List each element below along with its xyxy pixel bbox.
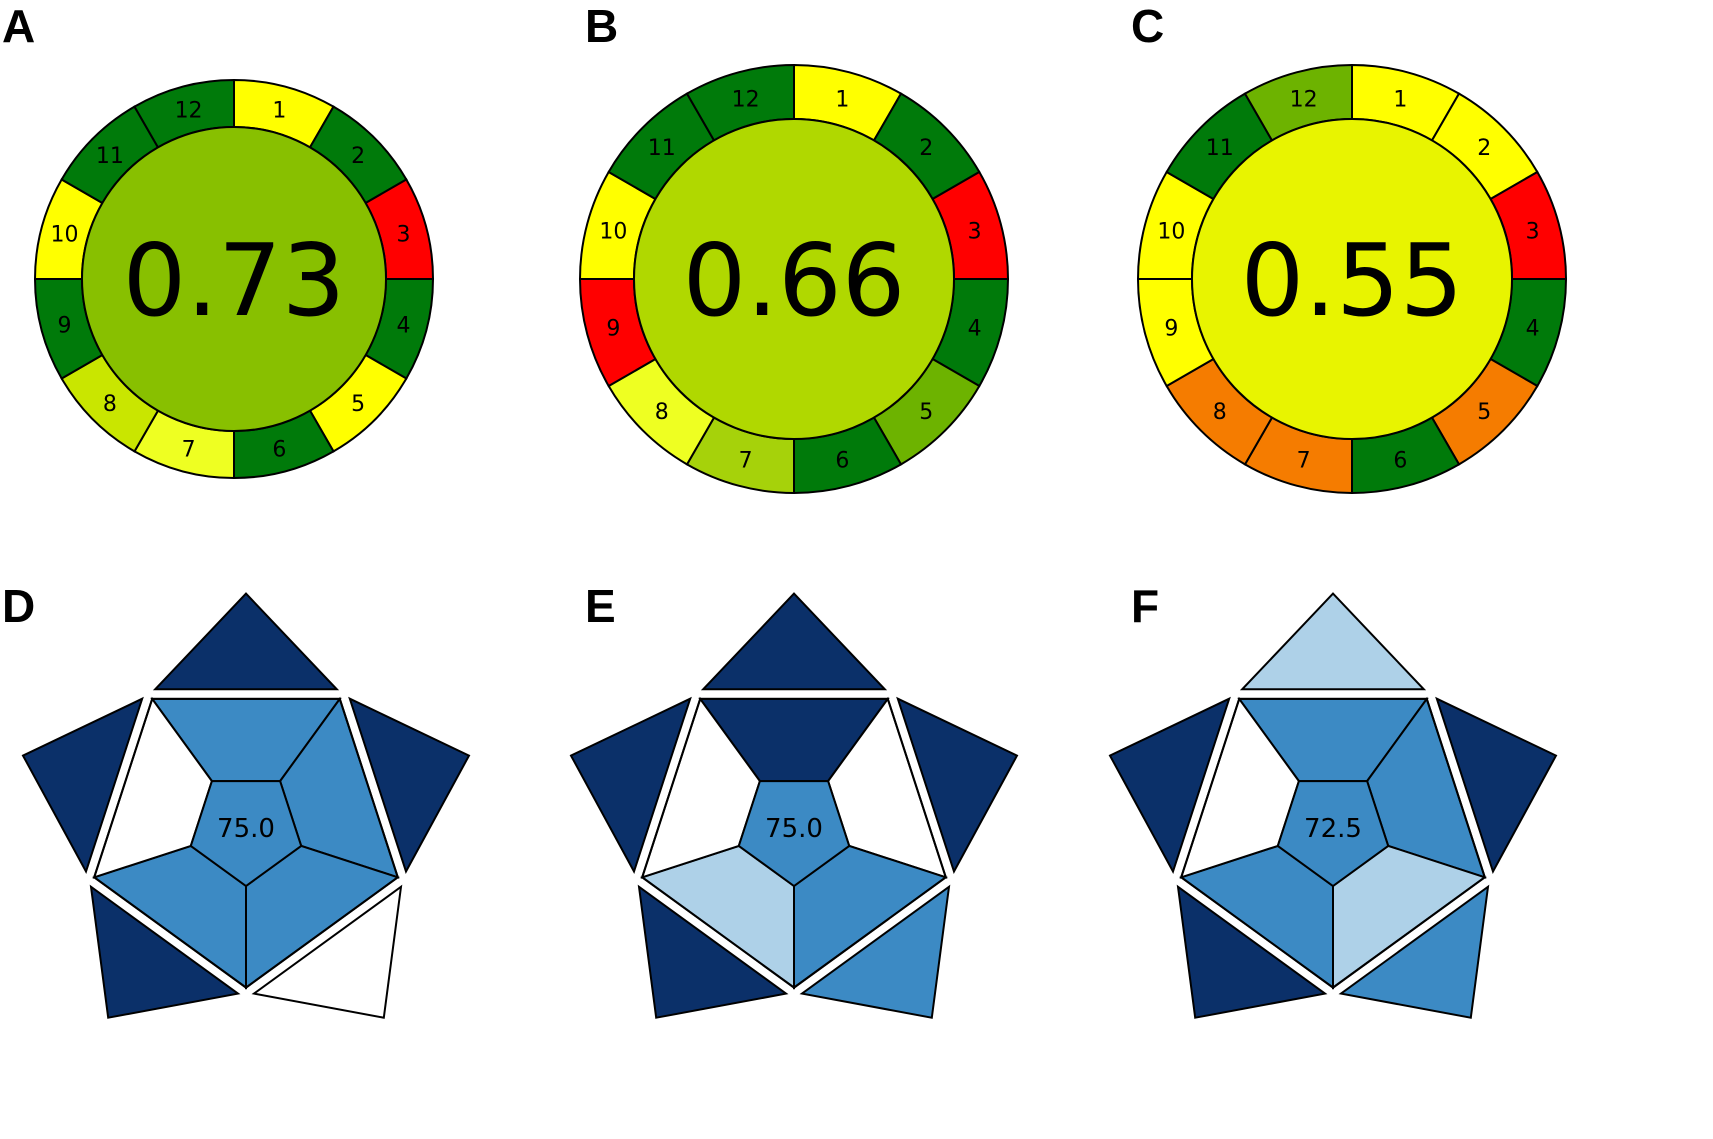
star-point-e-4 (637, 884, 789, 1019)
agree-segment-label-b-2: 2 (919, 136, 933, 161)
agree-segment-label-b-4: 4 (968, 316, 982, 341)
star-score-f: 72.5 (1304, 814, 1362, 844)
agree-score-b: 0.66 (683, 222, 906, 339)
star-pentagon-outline-f (1180, 697, 1486, 989)
agree-score-c: 0.55 (1241, 222, 1464, 339)
star-panel-f: F 72.5 (1108, 580, 1558, 1019)
agree-segment-label-b-5: 5 (919, 400, 933, 425)
star-point-d-1 (152, 592, 340, 691)
agree-segment-label-a-9: 9 (57, 313, 71, 338)
agree-segment-label-c-6: 6 (1393, 449, 1407, 474)
agree-segment-label-b-6: 6 (835, 449, 849, 474)
agree-segment-label-c-11: 11 (1206, 136, 1234, 161)
agree-segment-label-a-2: 2 (351, 144, 365, 169)
star-point-f-3 (1338, 884, 1490, 1019)
star-point-e-3 (799, 884, 951, 1019)
agree-segment-label-a-8: 8 (103, 392, 117, 417)
star-panel-d: D 75.0 (2, 580, 471, 1019)
agree-segment-label-c-9: 9 (1164, 316, 1178, 341)
agree-segment-label-b-1: 1 (835, 87, 849, 112)
star-center-e (737, 780, 851, 888)
agree-segment-label-a-10: 10 (50, 223, 78, 248)
star-point-d-4 (89, 884, 241, 1019)
agree-segment-label-c-1: 1 (1393, 87, 1407, 112)
agree-segment-label-a-1: 1 (272, 98, 286, 123)
agree-segment-label-c-10: 10 (1157, 220, 1185, 245)
agree-segment-label-a-11: 11 (96, 144, 124, 169)
star-point-d-2 (348, 696, 471, 875)
star-center-d (189, 780, 303, 888)
agree-center-c (1191, 118, 1513, 440)
star-center-f (1276, 780, 1390, 888)
star-point-f-5 (1108, 696, 1231, 875)
panel-label-e: E (585, 580, 616, 632)
agree-center-a (81, 126, 387, 432)
agree-segment-label-b-12: 12 (732, 87, 760, 112)
agree-segment-label-a-12: 12 (175, 98, 203, 123)
panel-label-b: B (585, 0, 618, 52)
star-point-e-5 (569, 696, 692, 875)
star-diagram-d (21, 592, 471, 1019)
agree-segment-label-a-7: 7 (182, 438, 196, 463)
agree-segment-label-a-6: 6 (272, 438, 286, 463)
agree-segment-label-b-8: 8 (655, 400, 669, 425)
panel-label-c: C (1131, 0, 1164, 52)
star-point-e-1 (700, 592, 888, 691)
star-diagram-e (569, 592, 1019, 1019)
agree-segment-label-b-11: 11 (648, 136, 676, 161)
star-pentagon-outline-e (641, 697, 947, 989)
agree-segment-label-c-12: 12 (1290, 87, 1318, 112)
panel-label-f: F (1131, 580, 1159, 632)
agree-segment-label-b-9: 9 (606, 316, 620, 341)
star-point-f-2 (1435, 696, 1558, 875)
agree-segment-label-c-5: 5 (1477, 400, 1491, 425)
agree-segment-label-c-7: 7 (1297, 449, 1311, 474)
agree-segment-label-c-2: 2 (1477, 136, 1491, 161)
star-pentagon-outline-d (93, 697, 399, 989)
star-point-f-4 (1176, 884, 1328, 1019)
panel-label-a: A (2, 0, 35, 52)
star-diagram-f (1108, 592, 1558, 1019)
agree-segment-label-a-4: 4 (397, 313, 411, 338)
star-panel-e: E 75.0 (569, 580, 1019, 1019)
star-score-e: 75.0 (765, 814, 823, 844)
star-point-e-2 (896, 696, 1019, 875)
panel-label-d: D (2, 580, 35, 632)
agree-segment-label-a-5: 5 (351, 392, 365, 417)
agree-segment-label-b-10: 10 (599, 220, 627, 245)
star-score-d: 75.0 (217, 814, 275, 844)
star-point-f-1 (1239, 592, 1427, 691)
agree-segment-label-c-3: 3 (1526, 220, 1540, 245)
star-point-d-3 (251, 884, 403, 1019)
agree-score-a: 0.73 (123, 222, 346, 339)
agree-segment-label-a-3: 3 (397, 223, 411, 248)
star-point-d-5 (21, 696, 144, 875)
agree-segment-label-c-8: 8 (1213, 400, 1227, 425)
agree-segment-label-c-4: 4 (1526, 316, 1540, 341)
agree-segment-label-b-7: 7 (739, 449, 753, 474)
agree-segment-label-b-3: 3 (968, 220, 982, 245)
agree-center-b (633, 118, 955, 440)
